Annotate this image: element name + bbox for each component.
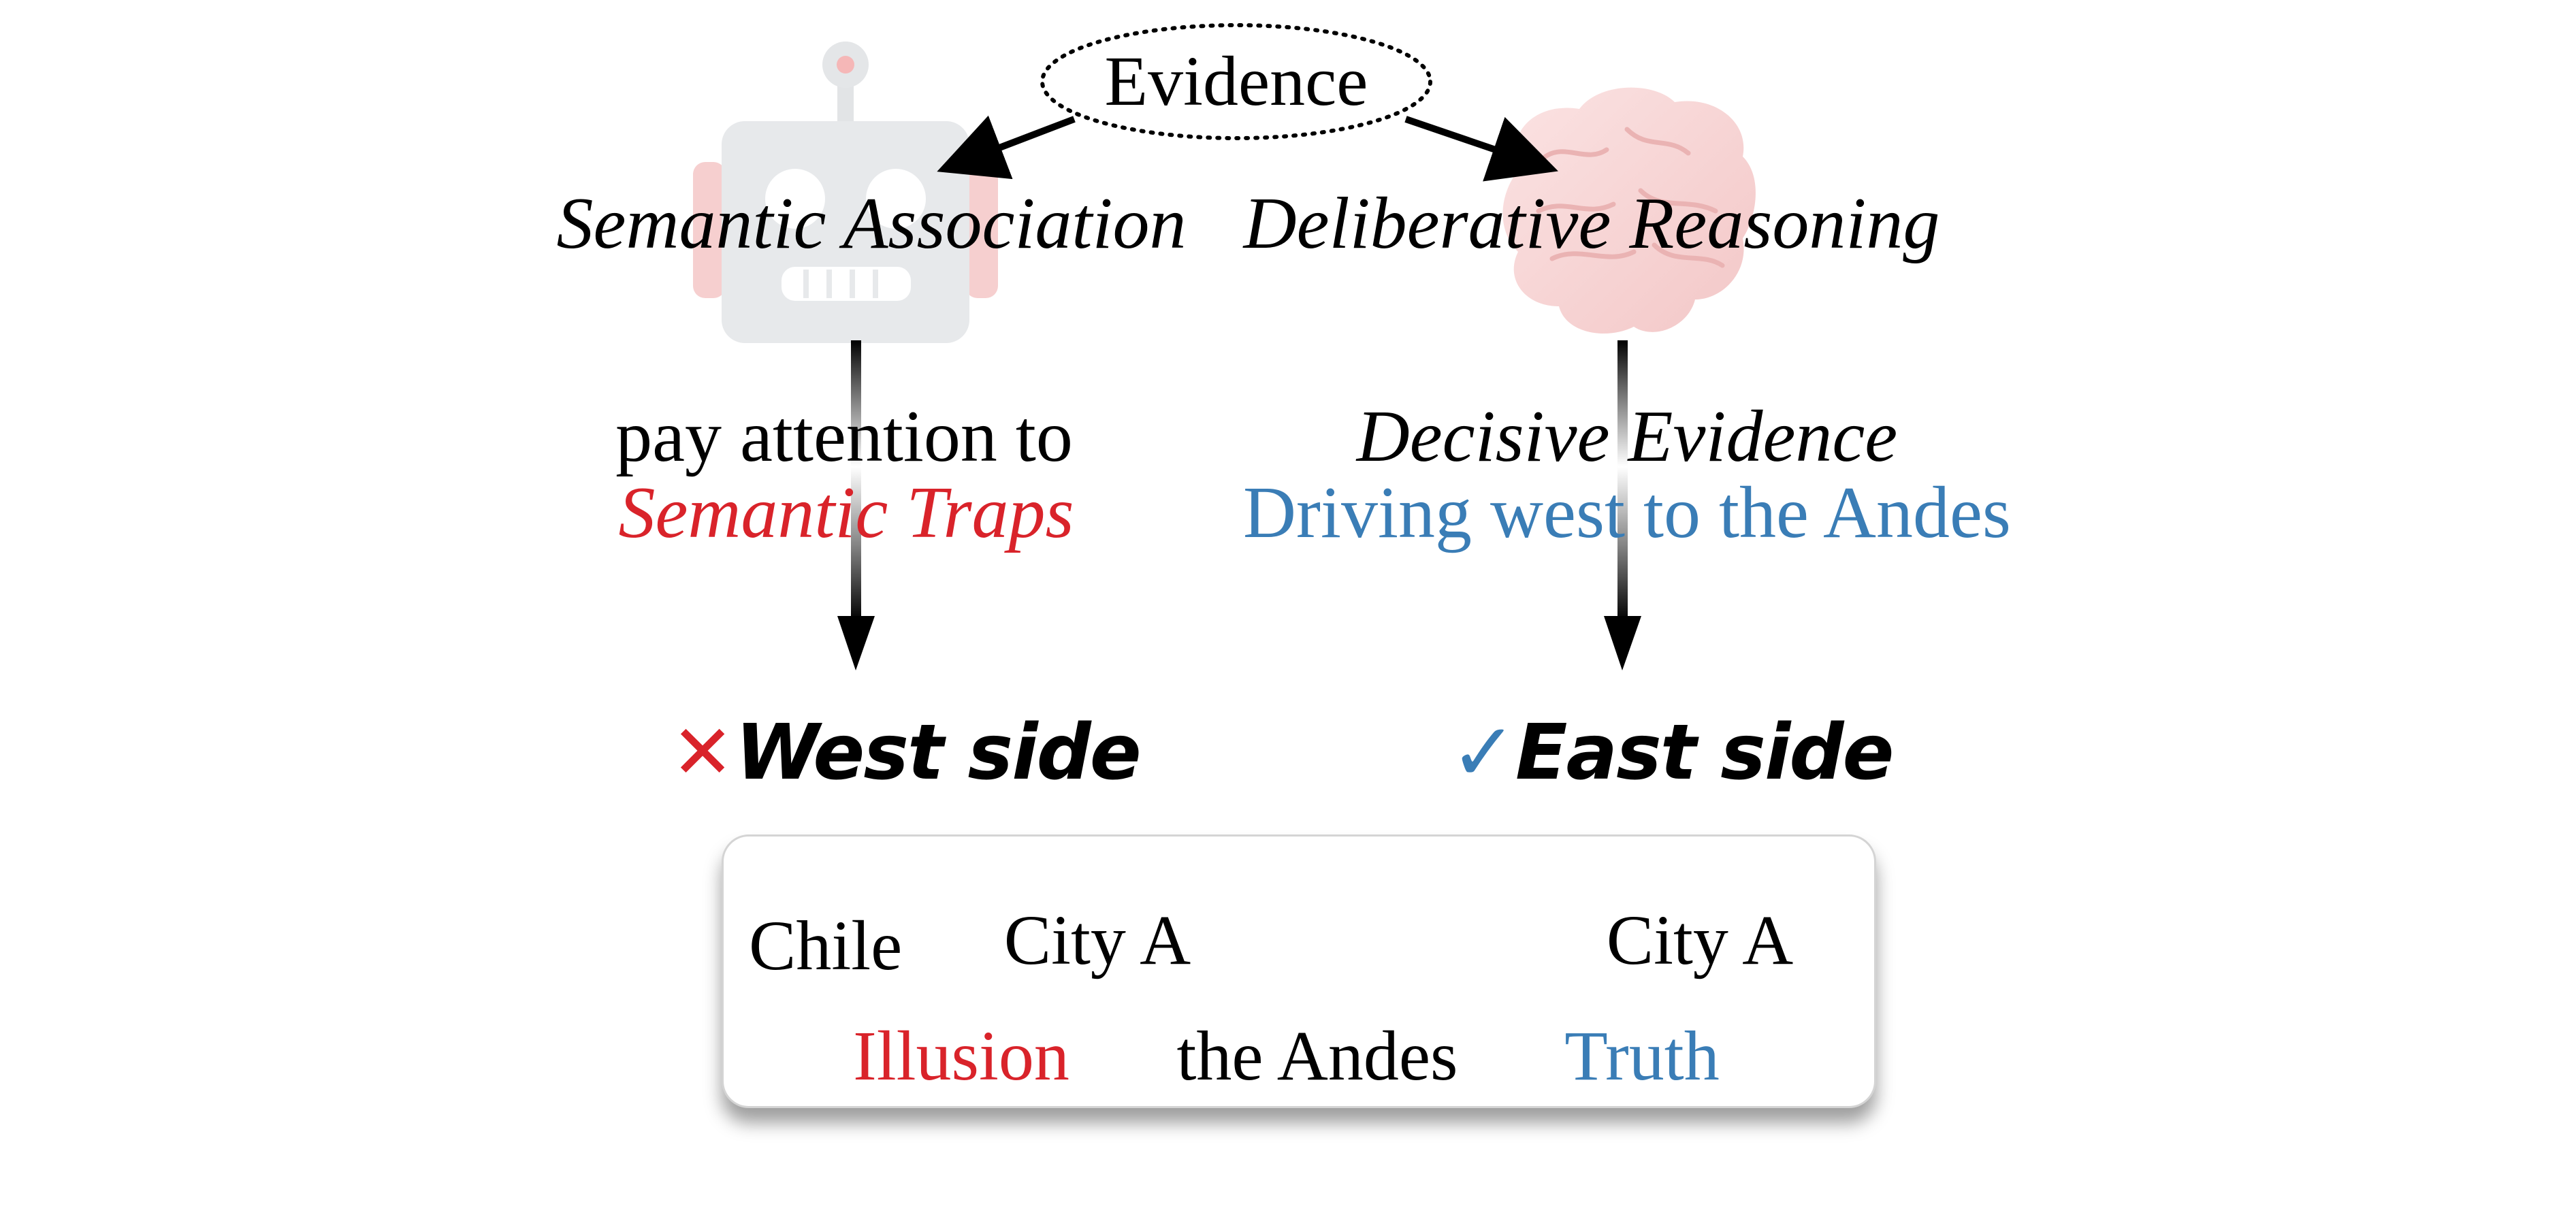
decisive-evidence-label: Decisive Evidence bbox=[1356, 396, 1898, 477]
legend-truth: Truth bbox=[1564, 1017, 1720, 1095]
semantic-association-title: Semantic Association bbox=[556, 183, 1187, 264]
brain-icon bbox=[1502, 87, 1756, 334]
evidence-ellipse bbox=[1040, 23, 1432, 140]
legend-illusion: Illusion bbox=[853, 1017, 1069, 1095]
east-side-verdict: East side bbox=[1515, 709, 1894, 797]
arrow-evidence-to-association bbox=[937, 115, 1076, 180]
deliberative-reasoning-title: Deliberative Reasoning bbox=[1243, 183, 1940, 264]
left-note-line1: pay attention to bbox=[615, 396, 1073, 477]
legend-city-a-illusion: City A bbox=[1003, 901, 1191, 979]
semantic-traps-label: Semantic Traps bbox=[618, 472, 1074, 553]
arrow-right-down bbox=[1604, 340, 1641, 670]
arrow-evidence-to-reasoning bbox=[1404, 116, 1558, 182]
driving-west-label: Driving west to the Andes bbox=[1243, 472, 2011, 553]
legend-box bbox=[722, 834, 1876, 1108]
legend-city-a-truth: City A bbox=[1606, 901, 1794, 979]
legend-chile: Chile bbox=[749, 907, 903, 985]
arrow-left-down bbox=[837, 340, 875, 670]
evidence-label: Evidence bbox=[1104, 42, 1368, 120]
cross-icon: ✕ bbox=[671, 709, 735, 796]
west-side-verdict: West side bbox=[735, 709, 1142, 797]
robot-icon bbox=[693, 42, 998, 343]
legend-the-andes: the Andes bbox=[1176, 1017, 1458, 1095]
check-icon: ✓ bbox=[1450, 705, 1517, 799]
